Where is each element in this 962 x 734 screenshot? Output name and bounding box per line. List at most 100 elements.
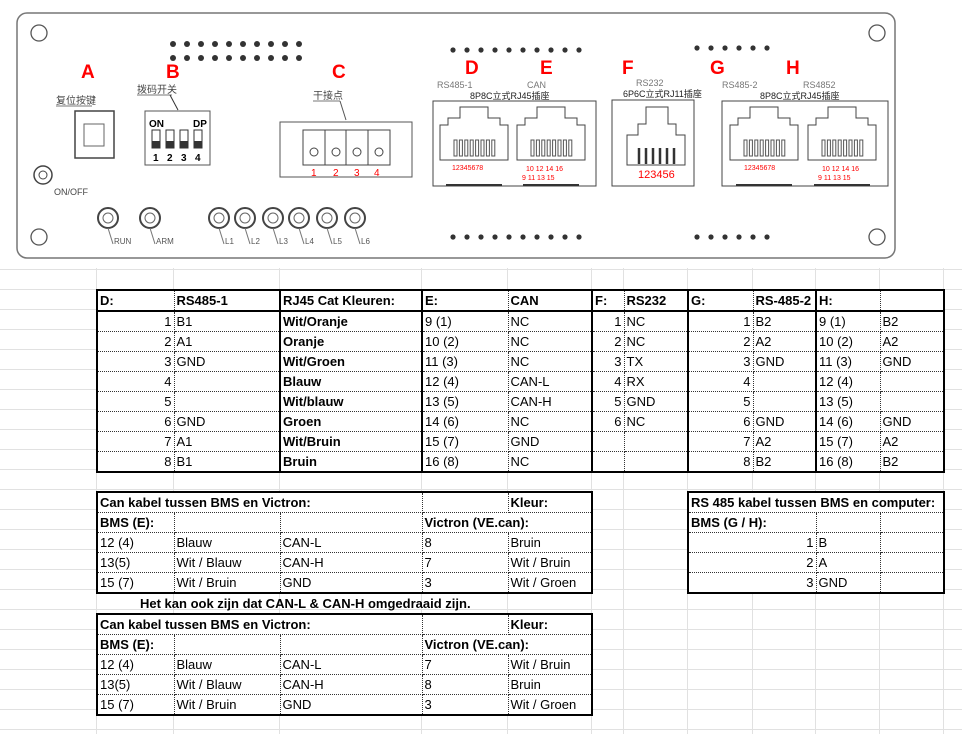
cell[interactable]: NC <box>623 411 689 432</box>
cell[interactable]: 8 <box>687 451 754 473</box>
cell[interactable]: A <box>815 552 881 573</box>
cell[interactable] <box>879 512 945 533</box>
cell[interactable] <box>879 572 945 594</box>
cell[interactable] <box>421 613 509 635</box>
cell[interactable]: 10 (2) <box>815 331 881 352</box>
cell[interactable]: 8 <box>421 532 509 553</box>
cell[interactable]: 7 <box>687 431 754 452</box>
cell[interactable]: A1 <box>173 431 281 452</box>
column-header[interactable]: CAN <box>507 289 593 312</box>
cell[interactable]: GND <box>623 391 689 412</box>
column-header[interactable] <box>879 289 945 312</box>
victron-header[interactable]: Victron (VE.can): <box>421 634 593 655</box>
cell[interactable]: 1 <box>96 310 175 332</box>
bms-header[interactable]: BMS (G / H): <box>687 512 817 533</box>
cell[interactable]: 2 <box>96 331 175 352</box>
cell[interactable] <box>752 391 817 412</box>
table-title[interactable]: Can kabel tussen BMS en Victron: <box>96 613 423 635</box>
cell[interactable]: GND <box>507 431 593 452</box>
cell[interactable]: 14 (6) <box>815 411 881 432</box>
cell[interactable]: A2 <box>752 431 817 452</box>
cell[interactable]: 10 (2) <box>421 331 509 352</box>
cell[interactable]: NC <box>623 310 689 332</box>
column-header[interactable]: E: <box>421 289 509 312</box>
cell[interactable]: Wit / Groen <box>507 572 593 594</box>
cell[interactable]: 3 <box>421 572 509 594</box>
cell[interactable]: Wit / Bruin <box>173 572 281 594</box>
cell[interactable]: 11 (3) <box>421 351 509 372</box>
column-header[interactable]: G: <box>687 289 754 312</box>
cell[interactable]: 8 <box>421 674 509 695</box>
cell[interactable]: 2 <box>591 331 625 352</box>
cell[interactable]: Wit/Oranje <box>279 310 423 332</box>
cell[interactable]: Oranje <box>279 331 423 352</box>
cell[interactable]: 13(5) <box>96 674 175 695</box>
cell[interactable]: 15 (7) <box>421 431 509 452</box>
cell[interactable]: Bruin <box>279 451 423 473</box>
cell[interactable]: 1 <box>687 532 817 553</box>
kleur-header[interactable]: Kleur: <box>507 491 593 513</box>
cell[interactable]: Blauw <box>173 654 281 675</box>
cell[interactable]: NC <box>507 451 593 473</box>
cell[interactable]: GND <box>173 351 281 372</box>
cell[interactable]: Wit/blauw <box>279 391 423 412</box>
cell[interactable]: 11 (3) <box>815 351 881 372</box>
cell[interactable] <box>591 431 625 452</box>
cell[interactable]: 5 <box>96 391 175 412</box>
cell[interactable] <box>421 491 509 513</box>
cell[interactable]: 3 <box>687 572 817 594</box>
cell[interactable]: CAN-H <box>279 674 423 695</box>
cell[interactable]: GND <box>279 572 423 594</box>
cell[interactable]: Wit/Bruin <box>279 431 423 452</box>
cell[interactable]: 15 (7) <box>96 572 175 594</box>
cell[interactable]: Bruin <box>507 674 593 695</box>
bms-header[interactable]: BMS (E): <box>96 634 175 655</box>
cell[interactable]: TX <box>623 351 689 372</box>
cell[interactable] <box>815 512 881 533</box>
column-header[interactable]: F: <box>591 289 625 312</box>
cell[interactable]: 16 (8) <box>815 451 881 473</box>
cell[interactable]: GND <box>879 351 945 372</box>
cell[interactable]: 8 <box>96 451 175 473</box>
cell[interactable]: GND <box>752 351 817 372</box>
table-title[interactable]: RS 485 kabel tussen BMS en computer: <box>687 491 945 513</box>
cell[interactable]: Wit / Groen <box>507 694 593 716</box>
cell[interactable]: 12 (4) <box>815 371 881 392</box>
cell[interactable]: NC <box>507 331 593 352</box>
cell[interactable]: GND <box>173 411 281 432</box>
cell[interactable] <box>879 371 945 392</box>
cell[interactable]: B <box>815 532 881 553</box>
cell[interactable]: 5 <box>591 391 625 412</box>
cell[interactable] <box>279 512 423 533</box>
cell[interactable]: CAN-L <box>279 654 423 675</box>
cell[interactable]: B2 <box>752 451 817 473</box>
cell[interactable]: 7 <box>421 552 509 573</box>
cell[interactable]: Bruin <box>507 532 593 553</box>
cell[interactable]: CAN-L <box>279 532 423 553</box>
cell[interactable] <box>173 634 281 655</box>
cell[interactable] <box>623 451 689 473</box>
cell[interactable]: 2 <box>687 552 817 573</box>
cell[interactable]: A2 <box>879 331 945 352</box>
cell[interactable]: Wit / Blauw <box>173 674 281 695</box>
cell[interactable]: 12 (4) <box>421 371 509 392</box>
cell[interactable]: 4 <box>96 371 175 392</box>
cell[interactable] <box>879 532 945 553</box>
cell[interactable]: 6 <box>591 411 625 432</box>
table-title[interactable]: Can kabel tussen BMS en Victron: <box>96 491 423 513</box>
cell[interactable]: B2 <box>752 310 817 332</box>
cell[interactable]: CAN-H <box>279 552 423 573</box>
cell[interactable]: 13 (5) <box>815 391 881 412</box>
cell[interactable]: 9 (1) <box>421 310 509 332</box>
cell[interactable]: 12 (4) <box>96 654 175 675</box>
cell[interactable]: CAN-L <box>507 371 593 392</box>
cell[interactable]: 3 <box>421 694 509 716</box>
cell[interactable]: NC <box>507 351 593 372</box>
cell[interactable]: 13 (5) <box>421 391 509 412</box>
cell[interactable]: 2 <box>687 331 754 352</box>
cell[interactable]: A2 <box>752 331 817 352</box>
cell[interactable]: GND <box>752 411 817 432</box>
cell[interactable]: NC <box>623 331 689 352</box>
bms-header[interactable]: BMS (E): <box>96 512 175 533</box>
cell[interactable]: B2 <box>879 451 945 473</box>
